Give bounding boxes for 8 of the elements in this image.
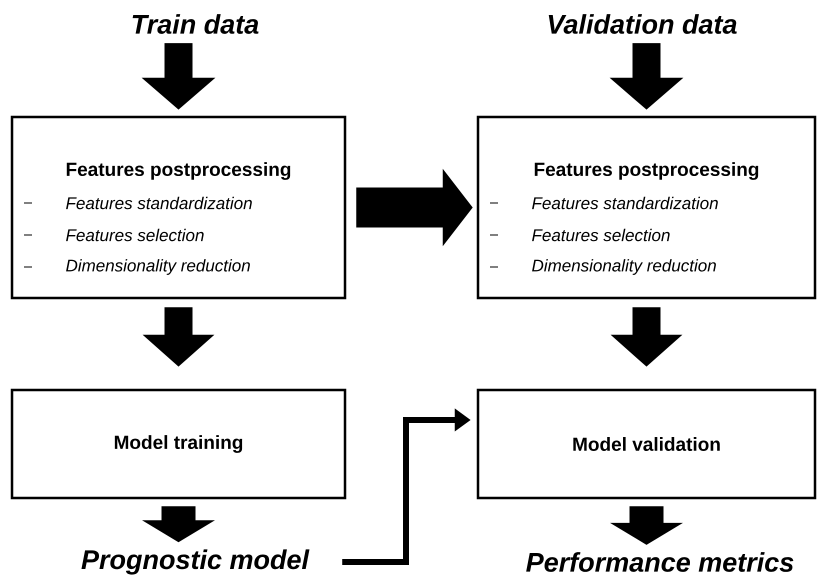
process-box: Features postprocessing Features standardization Features selection Dimensionality reduction xyxy=(476,116,816,300)
process-box: Features postprocessing Features standardization Features selection Dimensionality reduction xyxy=(10,116,346,300)
title-text: Validation data xyxy=(548,14,737,34)
title-text: Train data xyxy=(132,14,258,34)
title-text: Prognostic model xyxy=(81,549,310,575)
process-box: Model validation xyxy=(476,388,816,500)
process-box: Model training xyxy=(10,388,346,500)
title-text: Performance metrics xyxy=(526,552,794,572)
